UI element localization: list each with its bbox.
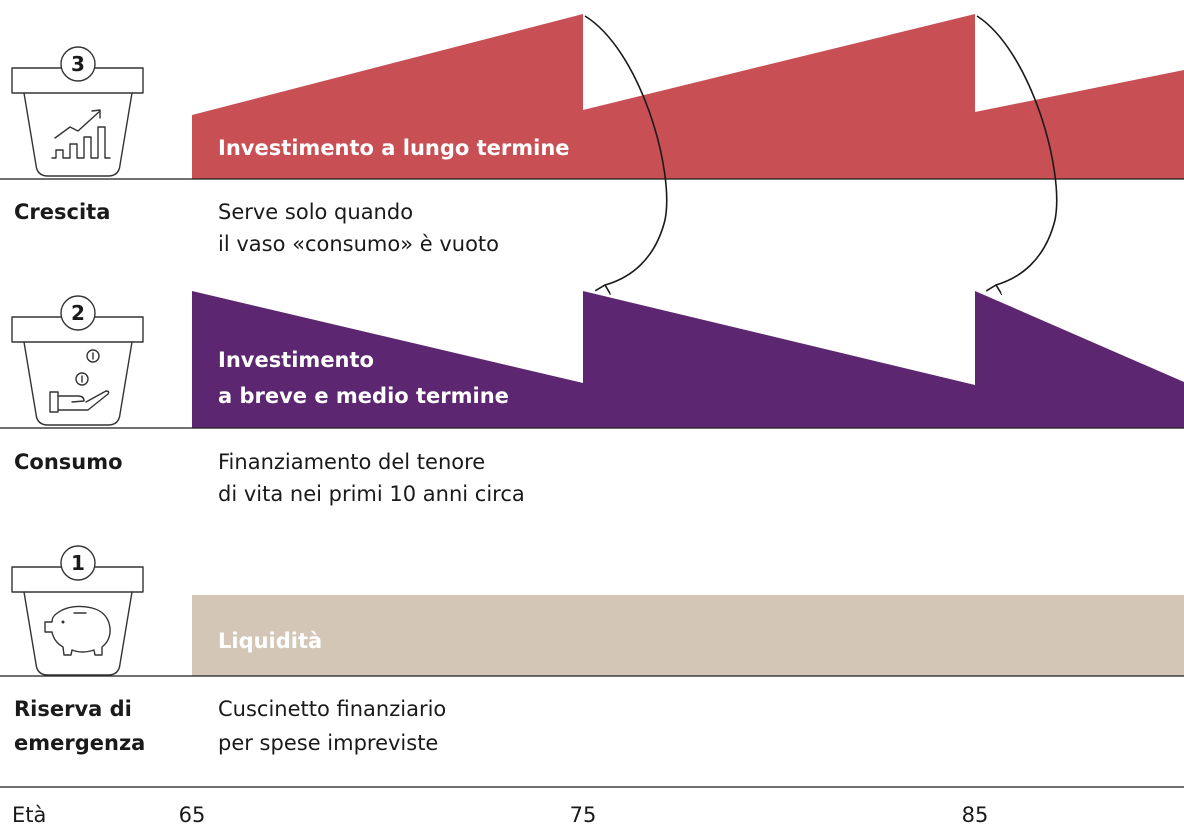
transfer-arrow-2 bbox=[976, 15, 1058, 285]
consumption-row: Investimento a breve e medio termine 2 C… bbox=[0, 291, 1184, 506]
consumption-number: 2 bbox=[71, 301, 85, 325]
reserve-title-line2: emergenza bbox=[14, 731, 145, 755]
reserve-desc-line2: per spese impreviste bbox=[218, 731, 438, 755]
consumption-band-line1: Investimento bbox=[218, 348, 374, 372]
age-axis: Età 65 75 85 bbox=[0, 786, 1184, 827]
growth-row: Investimento a lungo termine 3 Crescita … bbox=[0, 14, 1184, 256]
growth-number-badge bbox=[60, 46, 96, 82]
coins-hand-icon bbox=[49, 349, 110, 413]
age-tick-65: 65 bbox=[179, 803, 206, 827]
reserve-row: Liquidità 1 Riserva di emergenza Cuscine… bbox=[0, 545, 1184, 755]
reserve-number: 1 bbox=[71, 551, 85, 575]
reserve-number-badge bbox=[60, 545, 96, 581]
reserve-title-line1: Riserva di bbox=[14, 697, 132, 721]
consumption-band-line2: a breve e medio termine bbox=[218, 384, 509, 408]
reserve-band bbox=[192, 595, 1184, 676]
consumption-desc-line1: Finanziamento del tenore bbox=[218, 450, 485, 474]
growth-desc-line1: Serve solo quando bbox=[218, 200, 413, 224]
reserve-desc-line1: Cuscinetto finanziario bbox=[218, 697, 446, 721]
transfer-arrow-1 bbox=[584, 15, 668, 285]
growth-title: Crescita bbox=[14, 200, 110, 224]
consumption-band bbox=[192, 291, 1184, 428]
piggy-bank-icon bbox=[44, 605, 111, 656]
growth-band bbox=[192, 14, 1184, 179]
reserve-band-label: Liquidità bbox=[218, 629, 322, 653]
age-tick-75: 75 bbox=[570, 803, 597, 827]
consumption-jar: 2 bbox=[11, 295, 144, 426]
consumption-desc-line2: di vita nei primi 10 anni circa bbox=[218, 482, 525, 506]
reserve-jar: 1 bbox=[11, 545, 144, 676]
growth-chart-icon bbox=[51, 109, 111, 159]
growth-band-label: Investimento a lungo termine bbox=[218, 136, 570, 160]
growth-desc-line2: il vaso «consumo» è vuoto bbox=[218, 232, 499, 256]
age-tick-85: 85 bbox=[962, 803, 989, 827]
consumption-title: Consumo bbox=[14, 450, 123, 474]
growth-number: 3 bbox=[71, 52, 85, 76]
growth-jar: 3 bbox=[11, 46, 144, 177]
age-axis-label: Età bbox=[12, 803, 46, 827]
consumption-number-badge bbox=[60, 295, 96, 331]
